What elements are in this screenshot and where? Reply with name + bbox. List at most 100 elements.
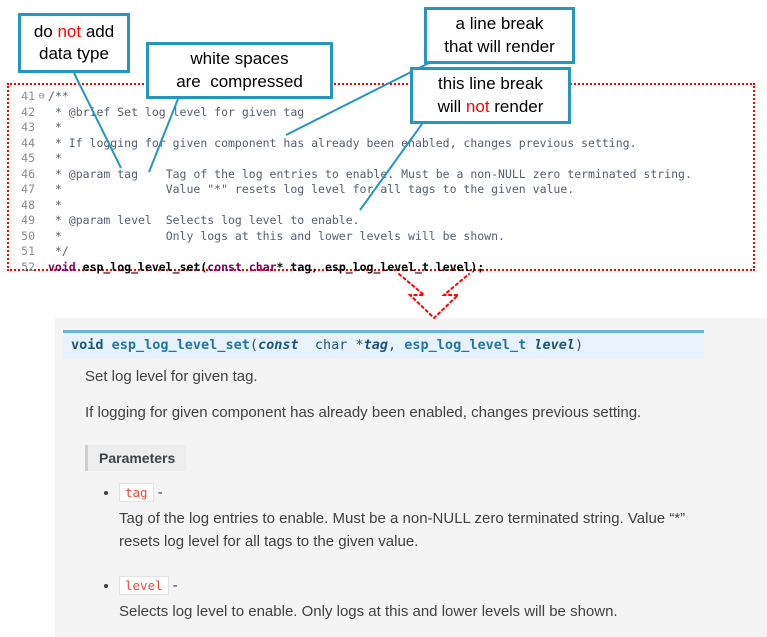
code-line: 42 * @brief Set log level for given tag <box>15 105 753 121</box>
line-number: 50 <box>21 228 35 243</box>
text-segment: ( <box>249 337 258 353</box>
code-text: void esp_log_level_set(const char* tag, … <box>48 260 484 276</box>
text-segment: * tag, esp_log_level_t level); <box>276 259 485 274</box>
text-segment: * @brief Set log level for given tag <box>48 104 305 119</box>
text-segment: * <box>48 197 62 212</box>
param-head: tag - <box>119 483 767 502</box>
text-segment: const <box>257 337 299 353</box>
line-number: 52 <box>21 259 35 274</box>
callout-text-line: do not add <box>34 21 114 43</box>
code-line: 47 * Value "*" resets log level for all … <box>15 182 753 198</box>
code-text: * @brief Set log level for given tag <box>48 105 304 121</box>
text-segment: void <box>48 259 76 274</box>
code-line: 50 * Only logs at this and lower levels … <box>15 229 753 245</box>
param-description: Tag of the log entries to enable. Must b… <box>119 510 686 550</box>
fold-marker-icon <box>35 120 48 136</box>
callout-text-line: this line break <box>438 73 543 95</box>
fold-marker-icon <box>35 182 48 198</box>
text-segment: char <box>248 259 277 274</box>
param-head: level - <box>119 576 767 595</box>
code-text: * Value "*" resets log level for all tag… <box>48 182 574 198</box>
doc-body: Set log level for given tag. If logging … <box>85 368 767 624</box>
text-segment: data type <box>39 44 109 63</box>
line-number: 48 <box>21 197 35 212</box>
line-number: 45 <box>21 151 35 165</box>
code-text: * @param tag Tag of the log entries to e… <box>48 167 692 183</box>
text-segment: white spaces <box>190 49 289 69</box>
text-segment: this line break <box>438 74 543 94</box>
text-segment: * <box>48 151 62 165</box>
text-segment <box>76 260 83 274</box>
fold-marker-icon <box>35 229 48 245</box>
text-segment: that will render <box>444 36 555 56</box>
line-number: 43 <box>21 120 35 134</box>
callout-text-line: white spaces <box>190 48 288 70</box>
param-name-chip: tag <box>119 483 154 502</box>
text-segment: * Value "*" resets log level for all tag… <box>48 182 575 196</box>
text-segment <box>104 337 112 353</box>
text-segment: tag <box>363 337 389 353</box>
callout-text-line: will not render <box>438 96 544 118</box>
code-text: * <box>48 151 62 167</box>
code-line: 49 * @param level Selects log level to e… <box>15 213 753 229</box>
text-segment: char * <box>298 337 364 353</box>
text-segment: not <box>465 96 490 116</box>
text-segment: ) <box>575 337 584 353</box>
code-lines: 41⊖/**42 * @brief Set log level for give… <box>15 89 753 275</box>
rendered-documentation: void esp_log_level_set(const char *tag, … <box>55 318 767 637</box>
text-segment: esp_log_level_set <box>82 259 201 274</box>
code-line: 52 void esp_log_level_set(const char* tag… <box>15 260 753 276</box>
text-segment: void <box>71 337 104 353</box>
text-segment: /** <box>48 89 69 103</box>
line-number: 47 <box>21 182 35 196</box>
code-line: 45 * <box>15 151 753 167</box>
code-line: 43 * <box>15 120 753 136</box>
text-segment: will <box>437 96 466 116</box>
callout-text-line: data type <box>39 43 109 65</box>
fold-marker-icon: ⊖ <box>38 90 45 102</box>
brief-description: Set log level for given tag. <box>85 368 258 385</box>
param-description: Selects log level to enable. Only logs a… <box>119 603 618 620</box>
text-segment: * @param tag Tag of the log entries to e… <box>48 166 692 181</box>
param-item: level - Selects log level to enable. Only… <box>119 576 767 624</box>
param-item: tag - Tag of the log entries to enable. M… <box>119 483 767 553</box>
fold-marker-icon <box>35 151 48 167</box>
fold-marker-icon <box>35 198 48 214</box>
renders-to-arrow-icon <box>398 273 470 320</box>
text-segment: level <box>534 337 575 353</box>
line-number: 49 <box>21 213 35 227</box>
code-text: /** <box>48 89 69 105</box>
param-name-chip: level <box>119 576 169 595</box>
line-number: 42 <box>21 104 35 119</box>
text-segment: esp_log_level_t <box>404 337 527 353</box>
fold-marker-icon <box>35 136 48 152</box>
text-segment: do <box>33 21 58 41</box>
fold-marker-icon <box>35 213 48 229</box>
code-text: * @param level Selects log level to enab… <box>48 213 360 229</box>
text-segment: * If logging for given component has alr… <box>48 135 637 150</box>
code-line: 46 * @param tag Tag of the log entries t… <box>15 167 753 183</box>
text-segment: add <box>81 21 115 41</box>
param-separator: - <box>153 484 163 501</box>
text-segment: are compressed <box>176 71 303 91</box>
fold-marker-icon <box>35 105 48 121</box>
text-segment: */ <box>48 244 69 258</box>
function-signature: void esp_log_level_set(const char *tag, … <box>63 330 704 358</box>
callout-text-line: a line break <box>456 13 544 35</box>
code-line: 41⊖/** <box>15 89 753 105</box>
text-segment: * Only logs at this and lower levels wil… <box>48 228 505 243</box>
text-segment: const <box>207 259 242 274</box>
parameters-heading: Parameters <box>85 445 187 471</box>
callout-text-line: are compressed <box>176 71 303 93</box>
text-segment: esp_log_level_set <box>111 337 250 353</box>
code-line: 48 * <box>15 198 753 214</box>
line-number: 46 <box>21 166 35 181</box>
text-segment: not <box>57 21 82 41</box>
line-number: 41 <box>21 89 35 103</box>
detailed-description: If logging for given component has alrea… <box>85 404 642 421</box>
text-segment: * @param level Selects log level to enab… <box>48 213 360 227</box>
code-text: * If logging for given component has alr… <box>48 136 637 152</box>
